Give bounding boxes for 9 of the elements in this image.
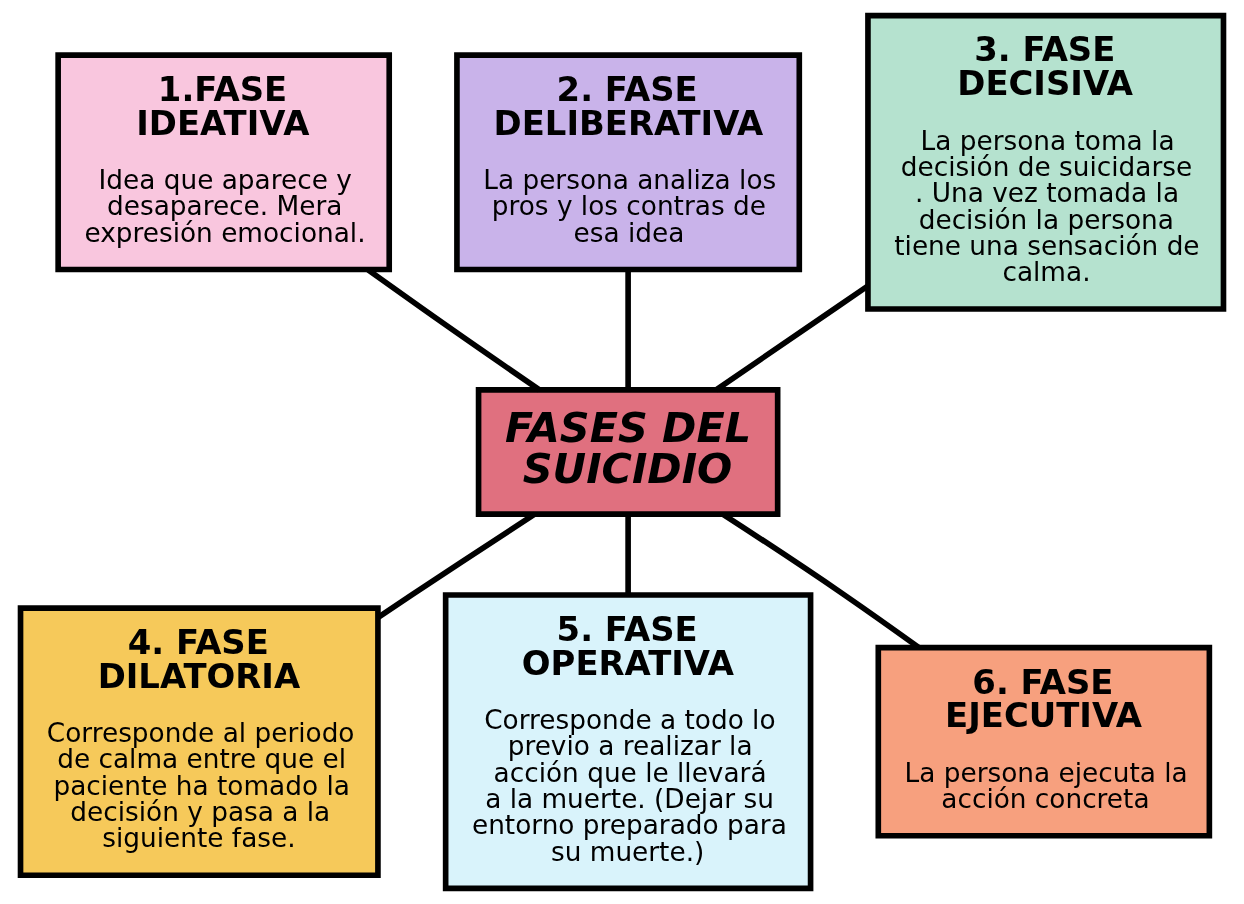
node-box: 1.FASE IDEATIVA Idea que aparece y desaparece. Mera expresión emocional. (55, 52, 393, 273)
node-box: 4. FASE DILATORIA Corresponde al periodo de calma entre que el paciente ha tomado la decisión y pasa a la siguiente fase. (17, 605, 381, 879)
node-box: 5. FASE OPERATIVA Corresponde a todo lo previo a realizar la acción que le llevará a la muerte. (Dejar su entorno preparado para su muerte.) (442, 592, 814, 892)
node-box: 2. FASE DELIBERATIVA La persona analiza los pros y los contras de esa idea (454, 52, 803, 273)
node-box: 3. FASE DECISIVA La persona toma la decisión de suicidarse . Una vez tomada la decisión la persona tiene una sensación de calma. (865, 12, 1227, 312)
connector (625, 269, 631, 390)
node-box: 6. FASE EJECUTIVA La persona ejecuta la acción concreta (875, 644, 1213, 839)
connector (625, 514, 631, 595)
node-box: FASES DEL SUICIDIO (475, 387, 781, 517)
